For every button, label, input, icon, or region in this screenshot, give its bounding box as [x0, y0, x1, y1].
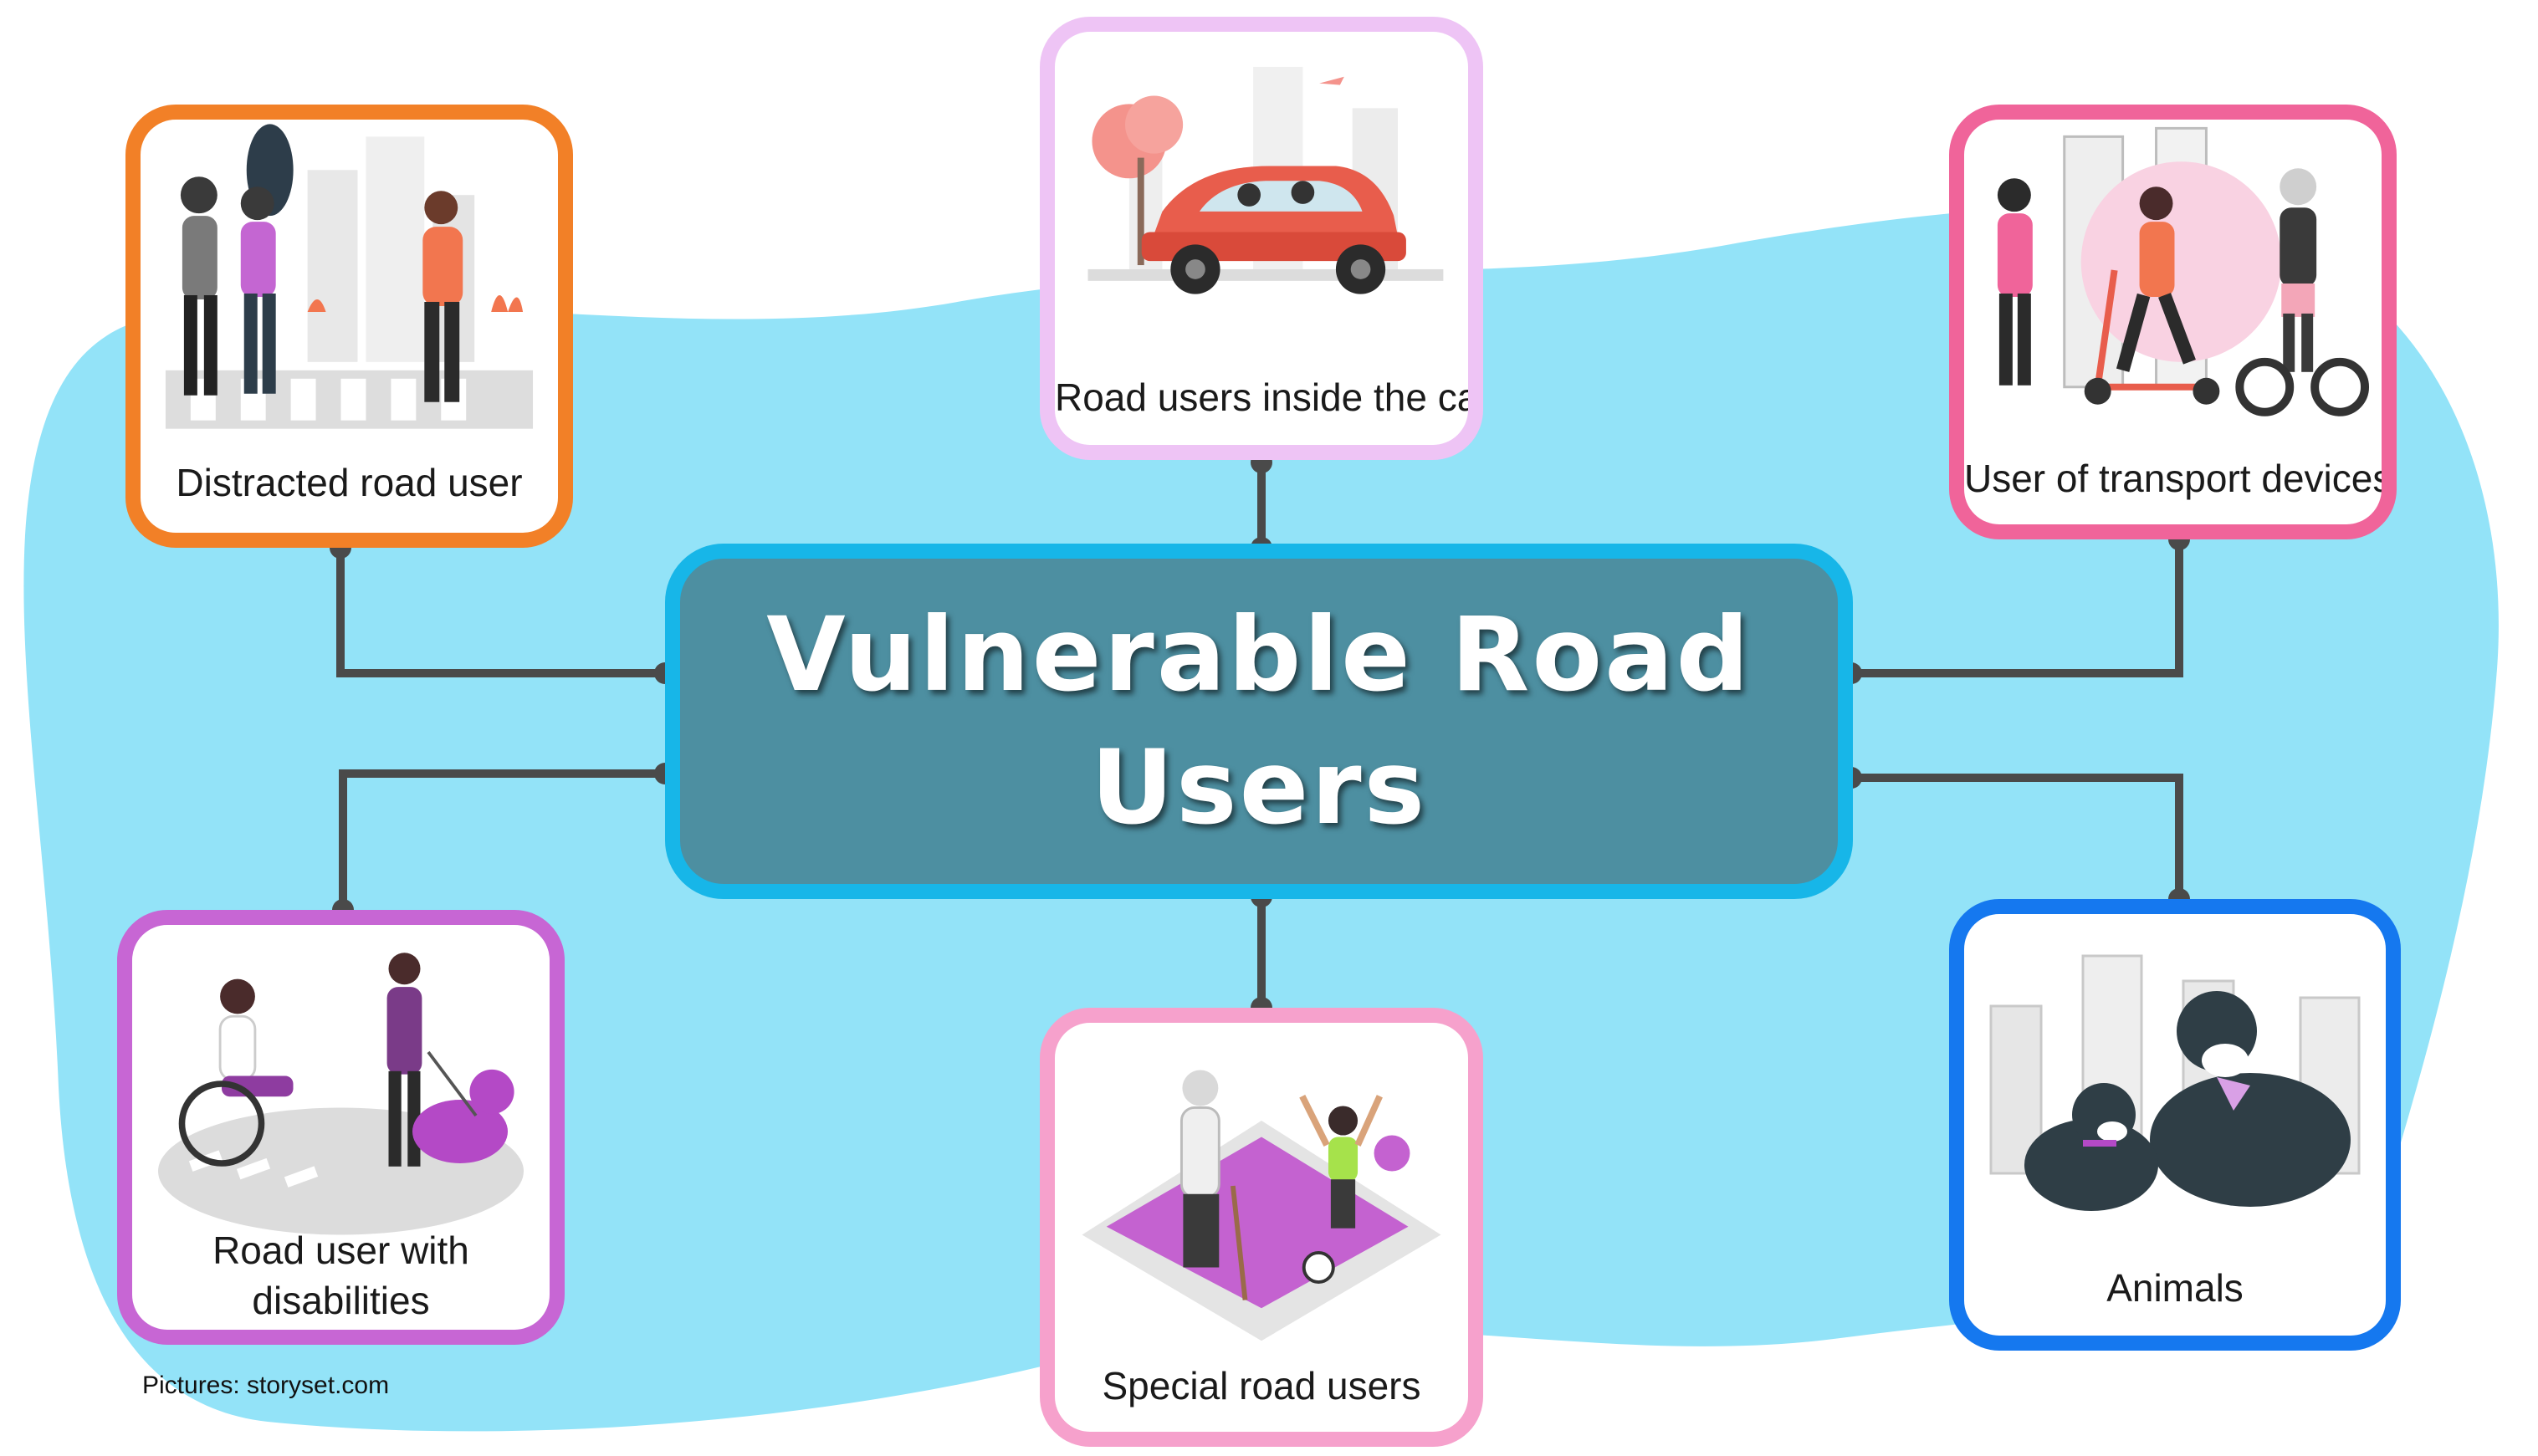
card-road-users-inside-car: Road users inside the car — [1040, 17, 1483, 460]
card-special-road-users: Special road users — [1040, 1008, 1483, 1447]
elderly-and-child-illustration — [1082, 1070, 1441, 1341]
card-label: Road users inside the car — [1055, 375, 1483, 419]
hub-title-line1: Vulnerable Road — [766, 595, 1752, 714]
dogs-and-cat-illustration — [1989, 954, 2361, 1211]
card-user-of-transport-devices: User of transport devices — [1949, 105, 2397, 539]
central-hub: Vulnerable Road Users — [665, 544, 1853, 899]
wheelchair-and-guide-dog-illustration — [158, 953, 524, 1235]
label-line1: Road user with — [212, 1229, 469, 1272]
card-label: Special road users — [1102, 1364, 1421, 1407]
card-label: Animals — [2106, 1266, 2244, 1310]
card-animals: Animals — [1949, 899, 2401, 1351]
card-label: Distracted road user — [176, 461, 523, 504]
card-road-user-with-disabilities: Road user with disabilities — [117, 910, 565, 1345]
card-label: User of transport devices — [1964, 457, 2392, 500]
card-distracted-road-user: Distracted road user — [125, 105, 573, 548]
connector-disabilities — [339, 769, 665, 910]
red-car-illustration — [1087, 66, 1444, 294]
connector-transport — [1851, 539, 2183, 677]
hub-title: Vulnerable Road Users — [766, 589, 1752, 854]
hub-title-line2: Users — [1090, 728, 1428, 847]
image-credit: Pictures: storyset.com — [142, 1372, 390, 1399]
scooter-riders-illustration — [1997, 126, 2370, 416]
connector-distracted — [336, 548, 665, 677]
card-label: Road user with disabilities — [132, 1226, 550, 1326]
connector-animals — [1851, 774, 2183, 899]
label-line2: disabilities — [252, 1278, 430, 1322]
pedestrians-with-phones-illustration — [165, 124, 534, 429]
